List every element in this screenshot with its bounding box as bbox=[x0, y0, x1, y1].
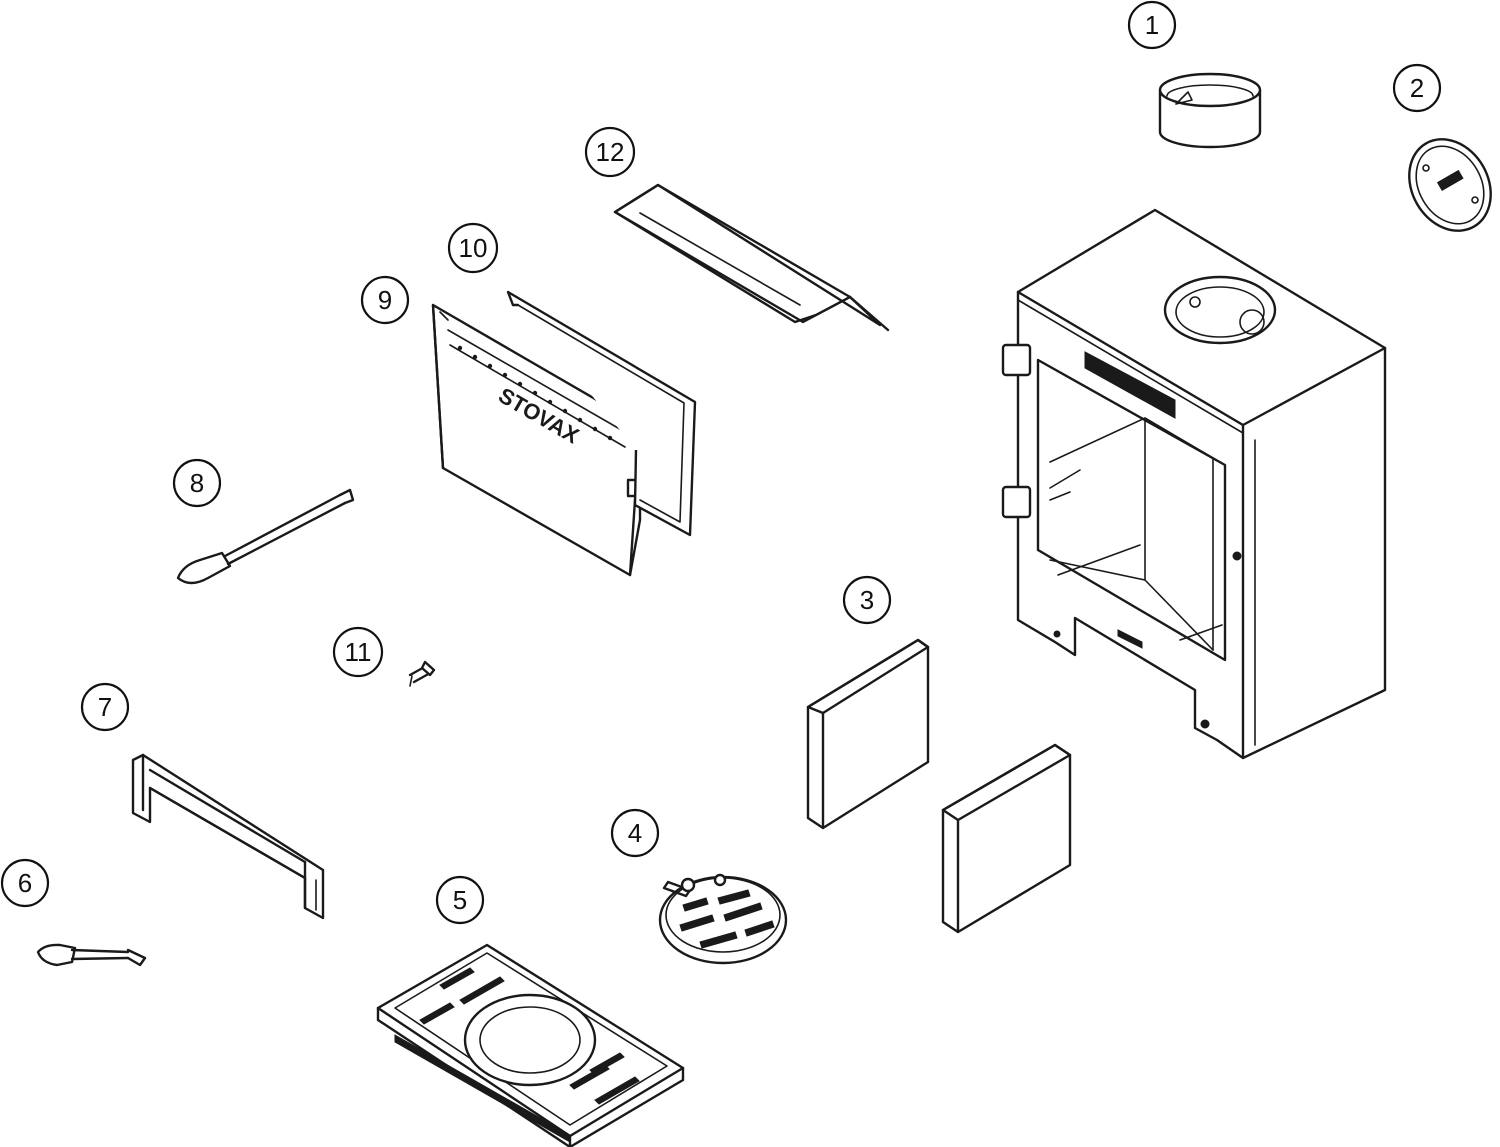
callout-6-label: 6 bbox=[18, 868, 32, 898]
callout-5-circle bbox=[435, 875, 485, 925]
callout-12-label: 12 bbox=[596, 137, 625, 167]
callout-10-label: 10 bbox=[459, 233, 488, 263]
part-blanking-plate bbox=[1408, 138, 1492, 232]
callout-2: 2 bbox=[1392, 63, 1442, 113]
callout-9-circle bbox=[360, 275, 410, 325]
callout-2-circle bbox=[1392, 63, 1442, 113]
callout-3-label: 3 bbox=[860, 585, 874, 615]
part-stove-body bbox=[1001, 208, 1387, 760]
callout-8-circle bbox=[172, 458, 222, 508]
callout-9: 9 bbox=[360, 275, 410, 325]
callout-10-circle bbox=[447, 222, 499, 274]
callout-8: 8 bbox=[172, 458, 222, 508]
callout-4: 4 bbox=[610, 808, 660, 858]
callout-8-label: 8 bbox=[190, 468, 204, 498]
callout-3: 3 bbox=[842, 575, 892, 625]
part-door: STOVAX bbox=[431, 303, 642, 577]
part-door-glass bbox=[506, 290, 697, 537]
part-flue-collar bbox=[1158, 72, 1262, 149]
callout-5: 5 bbox=[435, 875, 485, 925]
callout-11-label: 11 bbox=[345, 637, 372, 667]
callout-5-label: 5 bbox=[453, 885, 467, 915]
part-riddling-grate bbox=[658, 873, 788, 965]
part-tool-handle bbox=[36, 943, 147, 967]
part-fuel-retainer bbox=[131, 753, 325, 920]
callout-1-circle bbox=[1127, 0, 1177, 50]
callout-6: 6 bbox=[0, 858, 50, 908]
callout-11: 11 bbox=[332, 626, 384, 678]
callout-4-label: 4 bbox=[628, 818, 642, 848]
part-baffle-plate bbox=[613, 183, 890, 332]
callout-1: 1 bbox=[1127, 0, 1177, 50]
callout-3-circle bbox=[842, 575, 892, 625]
part-base-grate bbox=[376, 943, 685, 1147]
callout-12-circle bbox=[584, 126, 636, 178]
callout-2-label: 2 bbox=[1410, 73, 1424, 103]
callout-10: 10 bbox=[447, 222, 499, 274]
callout-11-circle bbox=[332, 626, 384, 678]
callout-12: 12 bbox=[584, 126, 636, 178]
part-operating-tool bbox=[176, 488, 355, 585]
callout-9-label: 9 bbox=[378, 285, 392, 315]
callout-1-label: 1 bbox=[1145, 10, 1159, 40]
callout-7: 7 bbox=[80, 682, 130, 732]
callout-7-label: 7 bbox=[98, 692, 112, 722]
part-screw bbox=[408, 660, 436, 687]
callout-7-circle bbox=[80, 682, 130, 732]
part-firebricks bbox=[806, 638, 1072, 934]
callout-4-circle bbox=[610, 808, 660, 858]
callout-6-circle bbox=[0, 858, 50, 908]
